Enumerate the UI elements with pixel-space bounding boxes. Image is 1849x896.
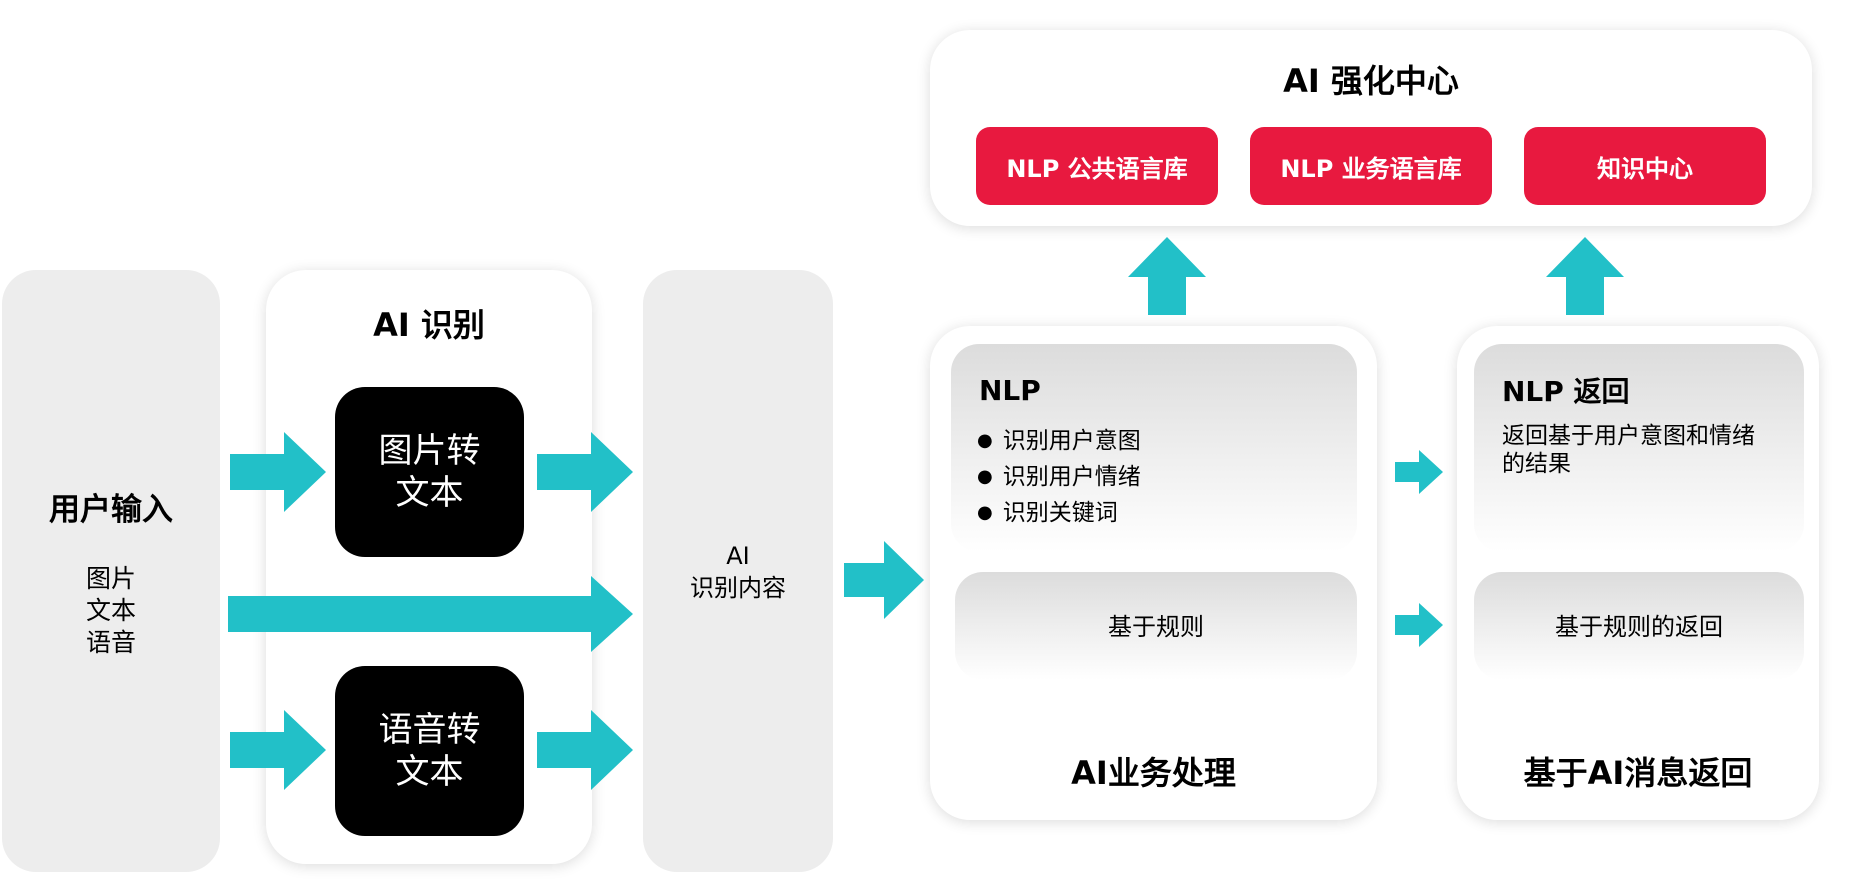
arrow-business-nlp-to-return: [1395, 450, 1443, 494]
arrow-business-up-to-center: [1128, 237, 1206, 315]
nlp-business-library-button[interactable]: NLP 业务语言库: [1250, 127, 1492, 205]
return-nlp-text-line2: 的结果: [1502, 451, 1571, 477]
user-input-item-image: 图片: [85, 564, 136, 593]
business-nlp-title: NLP: [979, 374, 1041, 407]
ai-business-title: AI业务处理: [1071, 754, 1236, 792]
arrow-speech-box-to-content: [537, 710, 633, 790]
arrow-image-box-to-content: [537, 432, 633, 512]
user-input-item-voice: 语音: [85, 628, 136, 657]
bullet-intent: 识别用户意图: [977, 424, 1141, 460]
arrow-input-to-image-box: [230, 432, 326, 512]
arrow-content-to-business: [844, 541, 924, 619]
image-to-text-box: 图片转 文本: [335, 387, 524, 557]
return-rule-card: 基于规则的返回: [1474, 572, 1804, 680]
speech-to-text-line1: 语音转: [378, 710, 481, 750]
arrow-business-rule-to-return: [1395, 603, 1443, 647]
business-rule-label: 基于规则: [1108, 613, 1204, 641]
knowledge-center-button[interactable]: 知识中心: [1524, 127, 1766, 205]
return-rule-label: 基于规则的返回: [1555, 613, 1723, 641]
bullet-emotion: 识别用户情绪: [977, 460, 1141, 496]
image-to-text-line2: 文本: [395, 473, 464, 513]
ai-return-title: 基于AI消息返回: [1523, 754, 1753, 792]
return-nlp-title: NLP 返回: [1502, 375, 1630, 408]
user-input-panel: 用户输入 图片 文本 语音: [2, 270, 220, 872]
ai-enhance-center-title: AI 强化中心: [1283, 62, 1459, 100]
ai-recognition-title: AI 识别: [373, 306, 485, 344]
recognized-content-panel: AI 识别内容: [643, 270, 833, 872]
return-nlp-text-line1: 返回基于用户意图和情绪: [1502, 423, 1755, 449]
user-input-items: 图片 文本 语音: [2, 563, 220, 659]
arrow-input-to-speech-box: [230, 710, 326, 790]
user-input-title: 用户输入: [49, 492, 173, 528]
nlp-public-library-button[interactable]: NLP 公共语言库: [976, 127, 1218, 205]
return-nlp-text: 返回基于用户意图和情绪 的结果: [1502, 422, 1755, 478]
speech-to-text-line2: 文本: [395, 752, 464, 792]
business-nlp-card: NLP 识别用户意图 识别用户情绪 识别关键词: [951, 344, 1357, 552]
recognized-content-line2: 识别内容: [690, 574, 786, 602]
arrow-return-up-to-center: [1546, 237, 1624, 315]
recognized-content-line1: AI: [726, 542, 750, 570]
recognized-content-text: AI 识别内容: [643, 540, 833, 604]
user-input-item-text: 文本: [85, 596, 136, 625]
business-nlp-bullets: 识别用户意图 识别用户情绪 识别关键词: [977, 424, 1141, 532]
image-to-text-line1: 图片转: [378, 431, 481, 471]
business-rule-card: 基于规则: [955, 572, 1357, 680]
speech-to-text-box: 语音转 文本: [335, 666, 524, 836]
return-nlp-card: NLP 返回 返回基于用户意图和情绪 的结果: [1474, 344, 1804, 552]
bullet-keywords: 识别关键词: [977, 496, 1141, 532]
arrow-input-to-content-direct: [228, 576, 633, 652]
